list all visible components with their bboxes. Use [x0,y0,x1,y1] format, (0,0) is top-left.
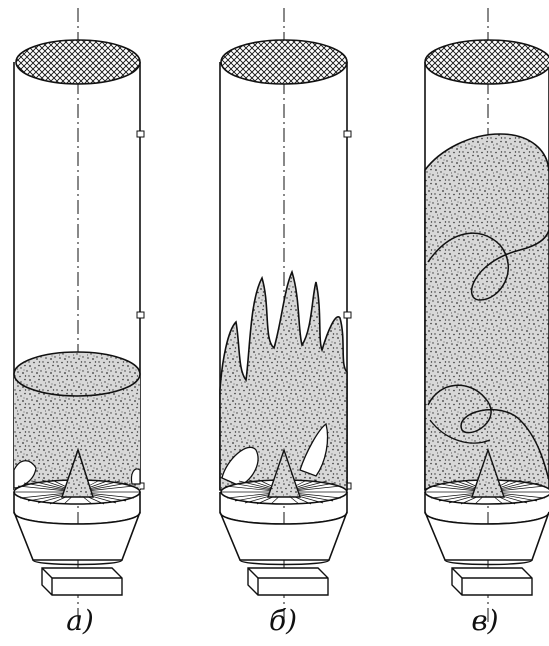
caption-b: б) [248,604,318,637]
column-c-top-grid [425,40,549,84]
column-a [14,8,144,625]
column-b-outlet-box [248,568,328,595]
column-c-hopper [425,512,549,560]
column-c [425,8,549,625]
column-a-bed-surface [14,352,140,396]
column-a-port-middle [137,312,144,318]
column-a-port-upper [137,131,144,137]
column-b-top-grid [221,40,347,84]
column-b-port-middle [344,312,351,318]
column-b-port-upper [344,131,351,137]
caption-c: в) [450,604,520,637]
column-b [220,8,351,625]
column-c-particle-cloud [425,134,549,490]
column-a-top-grid [16,40,140,84]
caption-a: а) [45,604,115,637]
column-c-outlet-box [452,568,532,595]
column-a-hopper [14,512,140,560]
column-a-outlet-box [42,568,122,595]
